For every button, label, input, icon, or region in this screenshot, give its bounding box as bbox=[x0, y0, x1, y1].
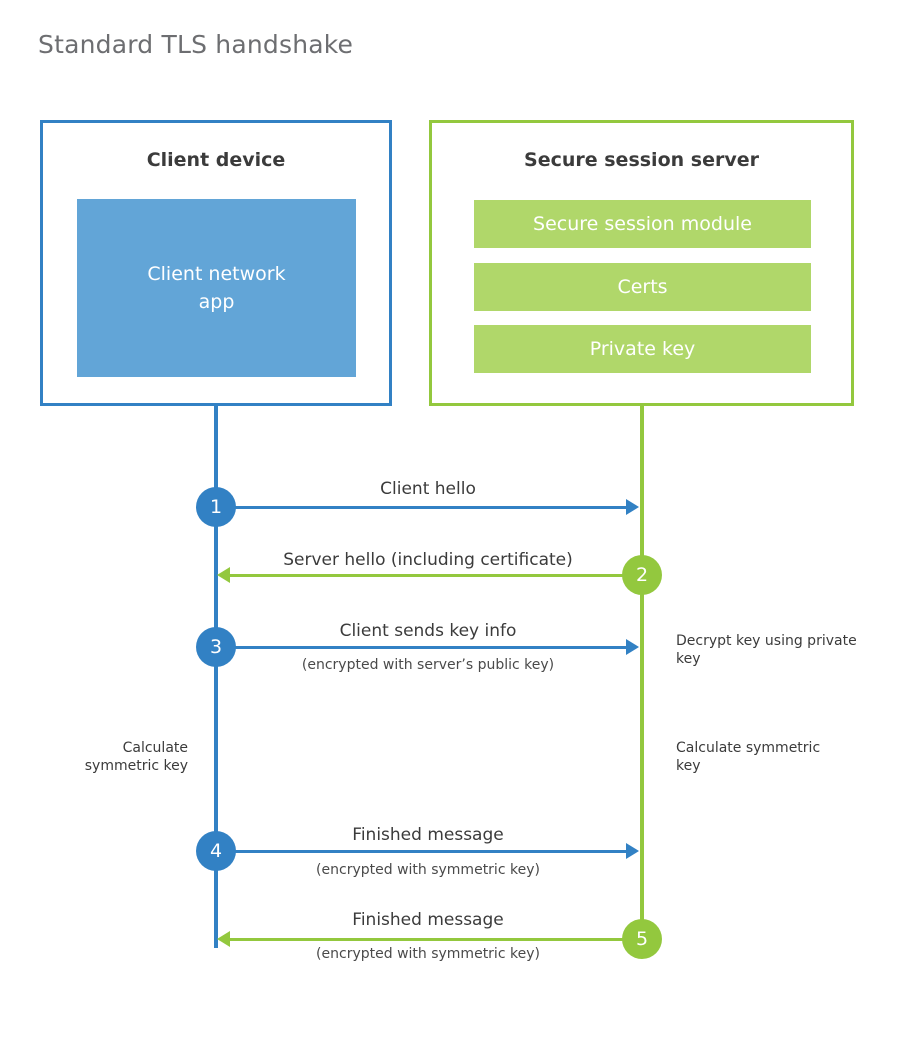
message-label-3: Client sends key info bbox=[339, 621, 517, 641]
server-block-certs: Certs bbox=[474, 263, 811, 311]
message-arrow-3-arrowhead-icon bbox=[626, 639, 639, 655]
secure-session-server-title: Secure session server bbox=[524, 149, 759, 171]
server-block-private-key: Private key bbox=[474, 325, 811, 373]
annotation-calculate-symmetric-key-client: Calculate symmetric key bbox=[84, 740, 188, 774]
message-arrow-4-arrowhead-icon bbox=[626, 843, 639, 859]
client-device-panel: Client device Client network app bbox=[40, 120, 392, 406]
client-network-app-block: Client network app bbox=[77, 199, 356, 377]
secure-session-server-panel: Secure session server Secure session mod… bbox=[429, 120, 854, 406]
message-arrow-2-shaft bbox=[230, 574, 626, 577]
message-arrow-1-shaft bbox=[216, 506, 626, 509]
step-marker-2: 2 bbox=[622, 555, 662, 595]
message-sublabel-3: (encrypted with server’s public key) bbox=[301, 657, 555, 673]
client-lifeline bbox=[214, 403, 218, 948]
step-marker-4: 4 bbox=[196, 831, 236, 871]
message-arrow-4-shaft bbox=[216, 850, 626, 853]
step-marker-5: 5 bbox=[622, 919, 662, 959]
message-label-2: Server hello (including certificate) bbox=[283, 550, 573, 570]
message-arrow-1-arrowhead-icon bbox=[626, 499, 639, 515]
message-label-5: Finished message bbox=[352, 910, 504, 930]
message-label-1: Client hello bbox=[380, 479, 476, 499]
annotation-calculate-symmetric-key-server: Calculate symmetric key bbox=[676, 740, 821, 774]
message-sublabel-5: (encrypted with symmetric key) bbox=[316, 946, 540, 962]
message-arrow-5-arrowhead-icon bbox=[217, 931, 230, 947]
client-device-title: Client device bbox=[146, 149, 286, 171]
server-block-secure-session-module: Secure session module bbox=[474, 200, 811, 248]
message-arrow-3-shaft bbox=[216, 646, 626, 649]
message-arrow-5-shaft bbox=[230, 938, 626, 941]
message-arrow-2-arrowhead-icon bbox=[217, 567, 230, 583]
message-sublabel-4: (encrypted with symmetric key) bbox=[316, 862, 540, 878]
annotation-decrypt-key: Decrypt key using private key bbox=[676, 633, 857, 667]
step-marker-1: 1 bbox=[196, 487, 236, 527]
client-network-app-label: Client network app bbox=[147, 263, 286, 313]
server-lifeline bbox=[640, 403, 644, 939]
page-title: Standard TLS handshake bbox=[38, 30, 354, 59]
message-label-4: Finished message bbox=[352, 825, 504, 845]
step-marker-3: 3 bbox=[196, 627, 236, 667]
